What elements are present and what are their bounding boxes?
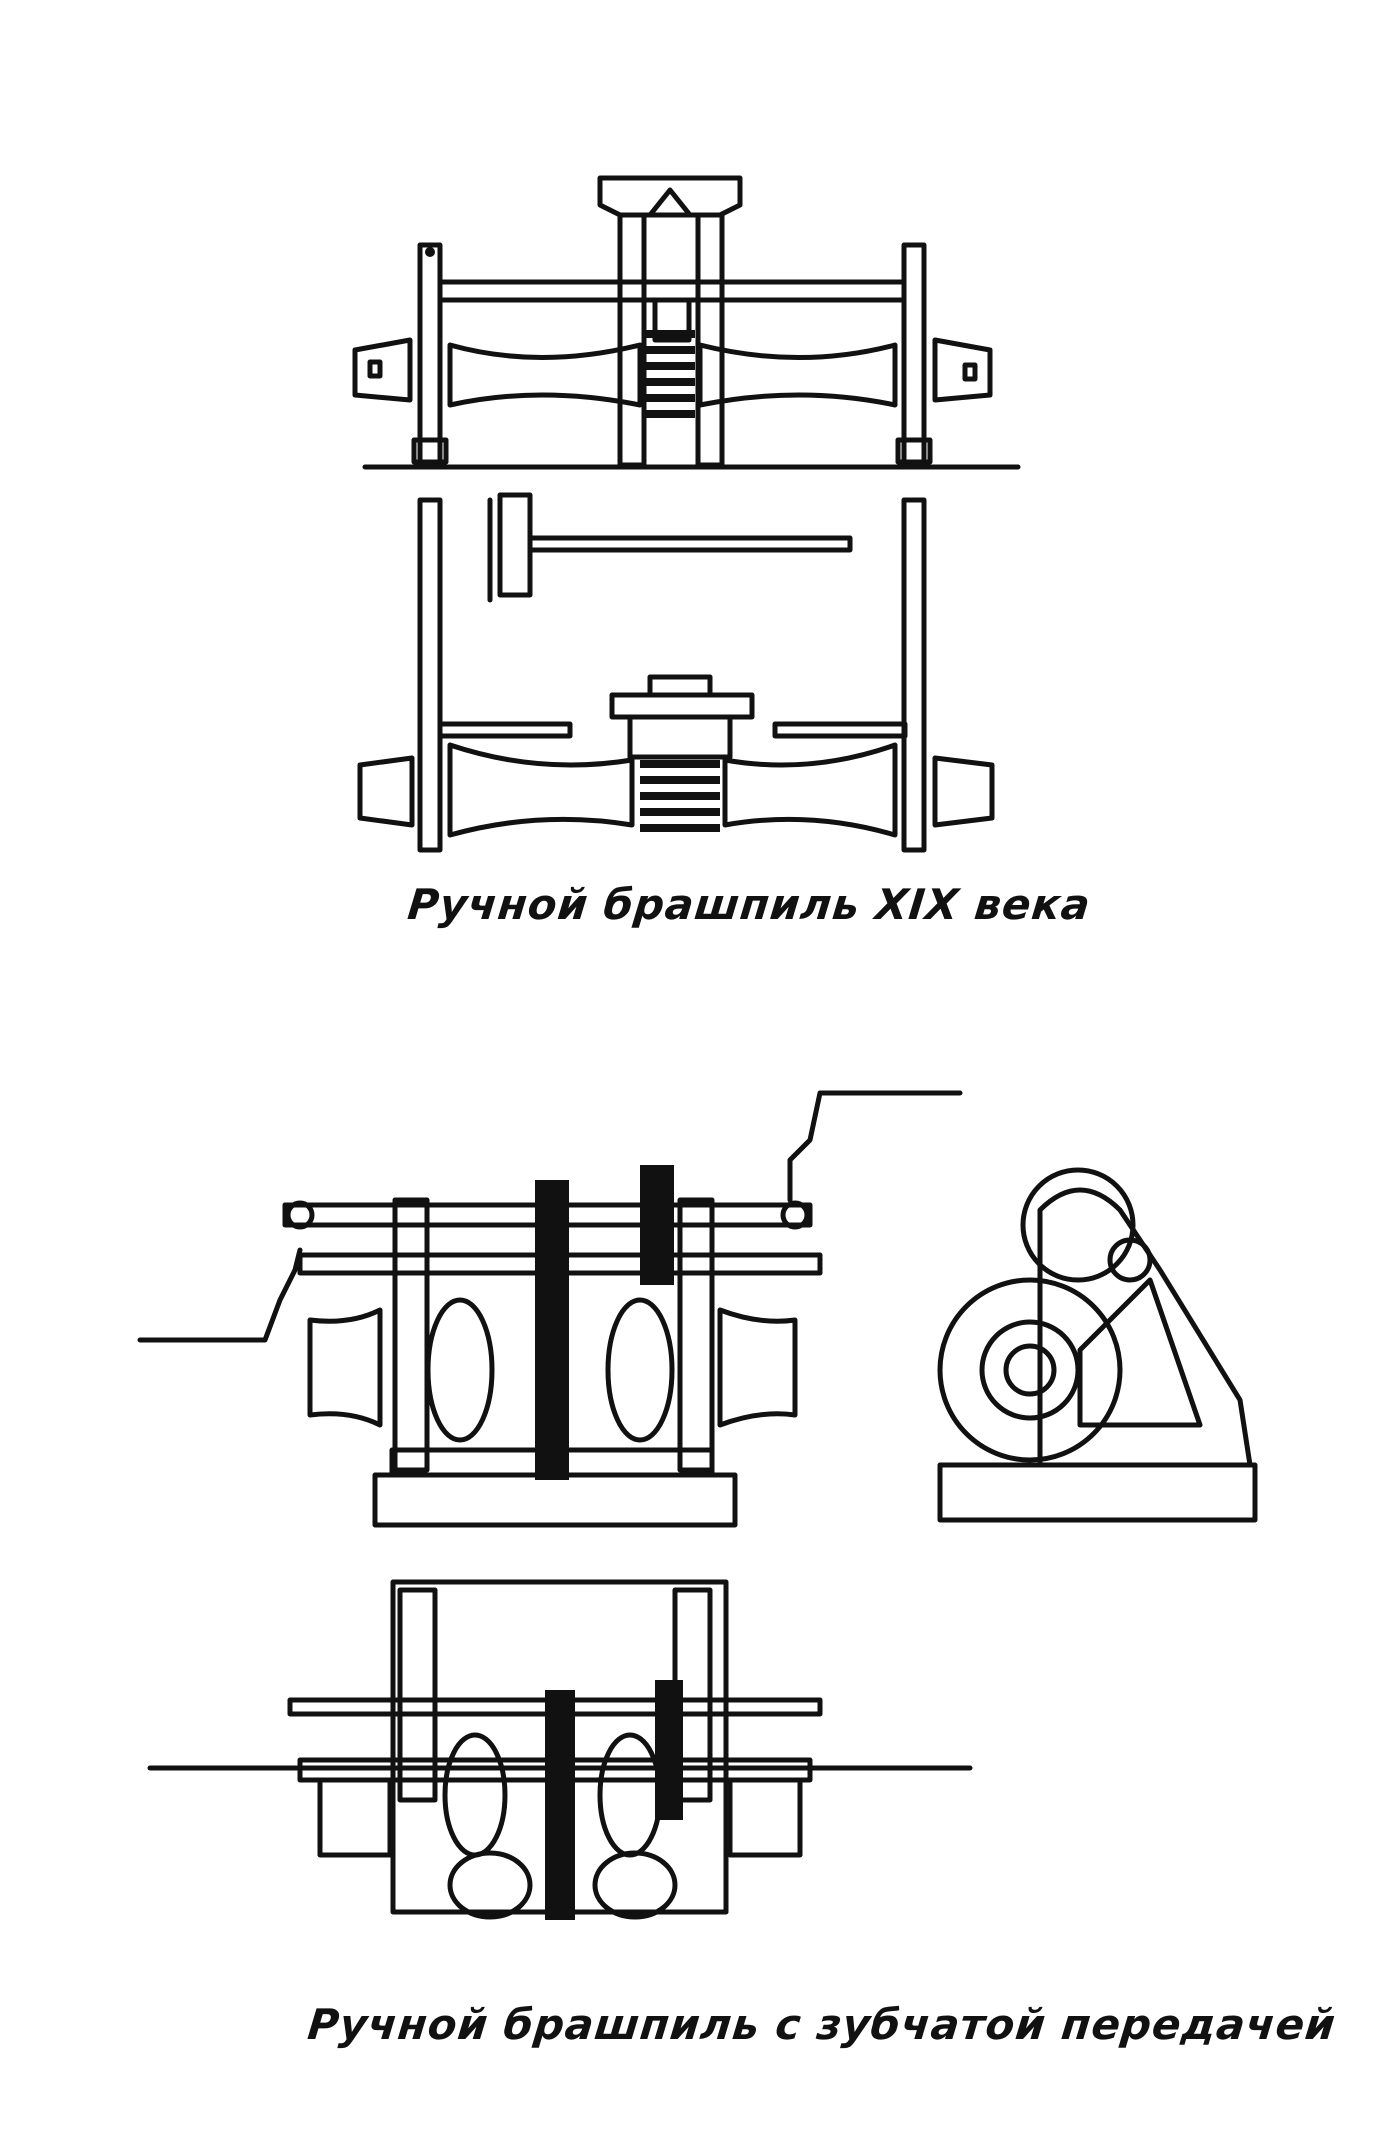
figure1-gear-teeth xyxy=(645,330,695,418)
figure1-elevation-view xyxy=(352,175,1021,470)
figure2-caption: Ручной брашпиль с зубчатой передачей xyxy=(305,2000,1339,2049)
figure1-plan-gear-teeth xyxy=(640,760,720,832)
figure1-caption: Ручной брашпиль XIX века xyxy=(405,880,1094,929)
figure2-plan-view xyxy=(147,1579,973,1920)
figure2-side-view xyxy=(937,1167,1258,1523)
figure2-front-view xyxy=(137,1090,963,1528)
figure1-plan-view xyxy=(357,492,995,853)
